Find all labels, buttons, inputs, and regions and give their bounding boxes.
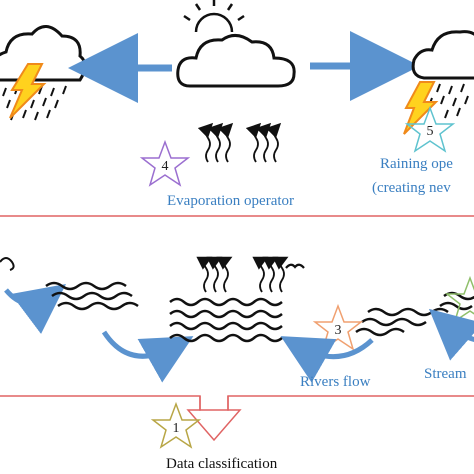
curved-arrow-left-1 (4, 284, 67, 334)
steam-arrows-top (197, 122, 282, 163)
storm-cloud-left-icon (0, 25, 87, 121)
star-raining-number: 5 (427, 124, 434, 139)
star-evaporation-number: 4 (162, 159, 169, 174)
star-data-icon: 1 (150, 401, 202, 449)
raining-label-line2: (creating nev (372, 180, 451, 196)
curved-arrow-rivers (280, 336, 374, 383)
data-classification-label: Data classification (166, 456, 278, 472)
wave-group-1-icon (45, 281, 139, 311)
sun-cloud-icon (176, 0, 296, 88)
star-rivers-icon: 3 (312, 303, 364, 351)
wave-left-icon (0, 257, 15, 271)
sea-waves-icon (169, 297, 283, 343)
wave-group-2-icon (355, 307, 449, 337)
curved-arrow-to-sea (101, 330, 194, 383)
steam-arrows-sea (196, 256, 289, 293)
bird-icon (285, 263, 305, 269)
data-flow-down-arrow (186, 396, 242, 442)
frame-bottom-line (0, 395, 474, 411)
star-raining-icon: 5 (404, 105, 456, 153)
curved-arrow-stream (428, 308, 474, 361)
lightning-left-icon (9, 63, 47, 119)
stream-label: Stream (424, 366, 467, 382)
storm-cloud-right-icon (403, 30, 474, 135)
rivers-flow-label: Rivers flow (300, 374, 371, 390)
star-rivers-number: 3 (335, 323, 342, 338)
evaporation-label: Evaporation operator (167, 193, 294, 209)
lightning-right-icon (403, 81, 439, 135)
raining-label-line1: Raining ope (380, 156, 453, 172)
sun-icon (183, 0, 245, 33)
cloud-icon (176, 34, 296, 88)
star-data-number: 1 (173, 421, 180, 436)
star-evaporation-icon: 4 (139, 139, 191, 187)
